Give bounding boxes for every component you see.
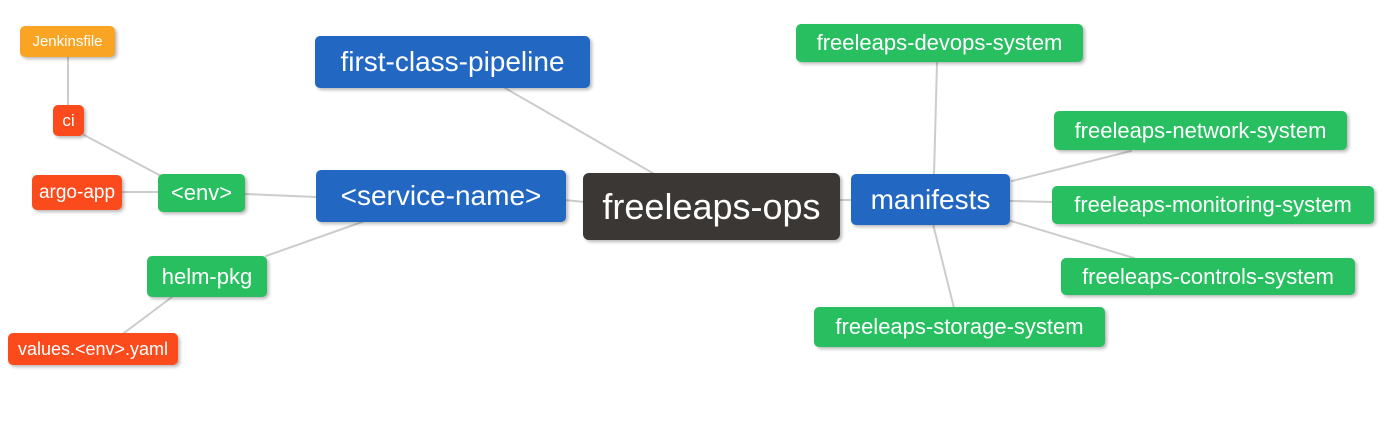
node-freeleaps-ops[interactable]: freeleaps-ops [583, 173, 840, 240]
node-argo-app[interactable]: argo-app [32, 175, 122, 210]
node-jenkinsfile[interactable]: Jenkinsfile [20, 26, 115, 57]
edge-manifests-devops [933, 62, 938, 176]
edge-service-name-root [564, 199, 585, 203]
node-service-name[interactable]: <service-name> [316, 170, 566, 222]
node-manifests[interactable]: manifests [851, 174, 1010, 225]
edge-manifests-controls [1010, 220, 1135, 259]
edge-env-service-name [244, 193, 317, 198]
node-monitoring-system[interactable]: freeleaps-monitoring-system [1052, 186, 1374, 224]
node-helm-pkg[interactable]: helm-pkg [147, 256, 267, 297]
node-devops-system[interactable]: freeleaps-devops-system [796, 24, 1083, 62]
node-env[interactable]: <env> [158, 174, 245, 212]
edge-ci-env [83, 134, 164, 178]
node-values-yaml[interactable]: values.<env>.yaml [8, 333, 178, 365]
node-controls-system[interactable]: freeleaps-controls-system [1061, 258, 1355, 295]
edge-manifests-network [1011, 150, 1132, 182]
edge-manifests-storage [932, 223, 955, 309]
node-first-class-pipeline[interactable]: first-class-pipeline [315, 36, 590, 88]
edge-helm-pkg-service-name [265, 221, 363, 257]
edge-values-yaml-helm-pkg [123, 296, 173, 334]
node-ci[interactable]: ci [53, 105, 84, 136]
node-storage-system[interactable]: freeleaps-storage-system [814, 307, 1105, 347]
edge-manifests-monitoring [1009, 200, 1054, 203]
edge-first-class-pipeline-root [504, 87, 657, 176]
node-network-system[interactable]: freeleaps-network-system [1054, 111, 1347, 150]
